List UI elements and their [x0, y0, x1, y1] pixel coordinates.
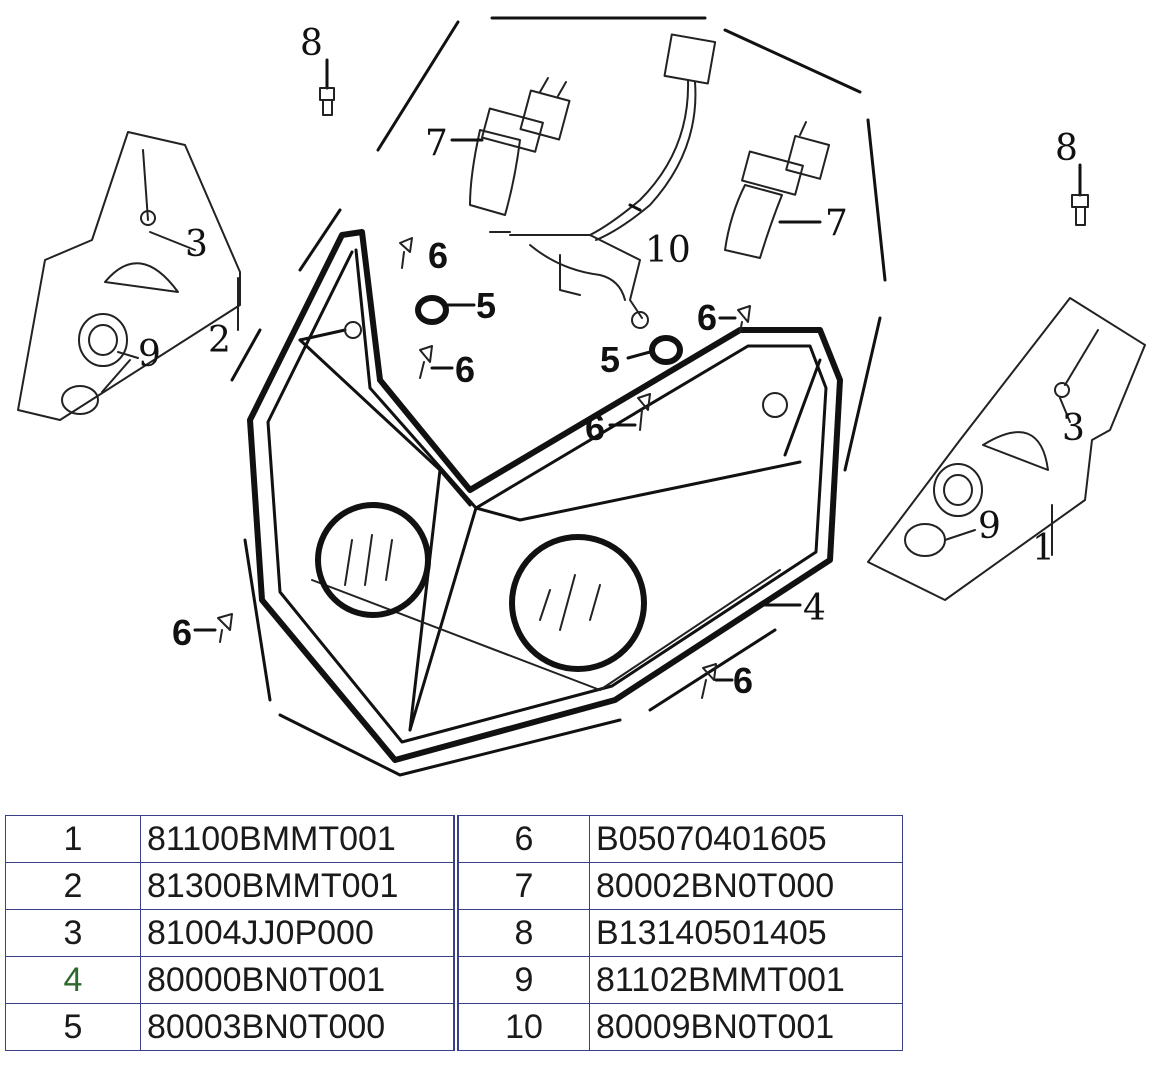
part-code: B05070401605: [589, 815, 903, 863]
table-row: 3 81004JJ0P000 8 B13140501405: [5, 909, 903, 957]
callout-screw-bottom-left: 6: [172, 612, 192, 653]
callout-right-part-9: 9: [978, 506, 1001, 547]
bolt-right: 8: [1055, 128, 1089, 226]
part-code: 80000BN0T001: [140, 956, 457, 1004]
callout-screw-top-left: 6: [428, 235, 448, 276]
callout-socket-upper: 5: [476, 285, 496, 326]
callout-bolt-right: 8: [1055, 128, 1078, 169]
item-number: 1: [5, 815, 141, 863]
parts-table: 1 81100BMMT001 6 B05070401605 2 81300BMM…: [5, 815, 903, 1051]
bulb-left: 7: [425, 77, 571, 216]
callout-right-assembly: 1: [1032, 528, 1055, 569]
table-row: 4 80000BN0T001 9 81102BMMT001: [5, 956, 903, 1004]
wiring-harness: 10: [489, 33, 717, 329]
screw-top-left: 6: [399, 235, 448, 276]
left-turn-signal-assembly: 3 2 9: [17, 131, 241, 421]
callout-left-part-3: 3: [185, 224, 208, 265]
screw-bottom-right: 6: [701, 660, 753, 701]
table-row: 1 81100BMMT001 6 B05070401605: [5, 815, 903, 863]
part-code: 81004JJ0P000: [140, 909, 457, 957]
callout-headlight-case: 4: [803, 588, 826, 629]
callout-bulb-right: 7: [825, 203, 848, 244]
socket-lower: 5: [600, 335, 683, 380]
callout-screw-center: 6: [585, 407, 605, 448]
screw-bottom-left: 6: [172, 612, 233, 653]
callout-harness: 10: [645, 230, 691, 271]
bolt-left: 8: [300, 23, 335, 116]
part-code: B13140501405: [589, 909, 903, 957]
item-number: 10: [453, 1003, 590, 1051]
assembly-outline: [230, 16, 887, 777]
headlight-housing: 4: [247, 229, 843, 763]
callout-socket-lower: 5: [600, 339, 620, 380]
callout-right-part-3: 3: [1062, 408, 1085, 449]
part-code: 80009BN0T001: [589, 1003, 903, 1051]
callout-screw-right: 6: [697, 297, 717, 338]
part-code: 81102BMMT001: [589, 956, 903, 1004]
screw-mid-left: 6: [419, 345, 475, 390]
table-row: 2 81300BMMT001 7 80002BN0T000: [5, 862, 903, 910]
right-turn-signal-assembly: 3 9 1: [867, 297, 1146, 601]
exploded-parts-diagram: 3 2 9 3 9 1 4: [17, 16, 1146, 777]
item-number: 8: [453, 909, 590, 957]
part-code: 81100BMMT001: [140, 815, 457, 863]
part-code: 80003BN0T000: [140, 1003, 457, 1051]
callout-left-assembly: 2: [208, 320, 231, 361]
callout-screw-mid-left: 6: [455, 349, 475, 390]
table-row: 5 80003BN0T000 10 80009BN0T001: [5, 1003, 903, 1051]
screw-right: 6: [697, 297, 751, 338]
item-number: 6: [453, 815, 590, 863]
item-number: 9: [453, 956, 590, 1004]
screw-center: 6: [585, 393, 651, 448]
part-code: 81300BMMT001: [140, 862, 457, 910]
item-number: 4: [5, 956, 141, 1004]
item-number: 3: [5, 909, 141, 957]
item-number: 2: [5, 862, 141, 910]
callout-screw-bottom-right: 6: [733, 660, 753, 701]
socket-upper: 5: [415, 285, 496, 326]
bulb-right: 7: [724, 121, 848, 259]
callout-bolt-left: 8: [300, 23, 323, 64]
item-number: 7: [453, 862, 590, 910]
callout-bulb-left: 7: [425, 123, 448, 164]
item-number: 5: [5, 1003, 141, 1051]
part-code: 80002BN0T000: [589, 862, 903, 910]
callout-left-part-9: 9: [138, 334, 161, 375]
